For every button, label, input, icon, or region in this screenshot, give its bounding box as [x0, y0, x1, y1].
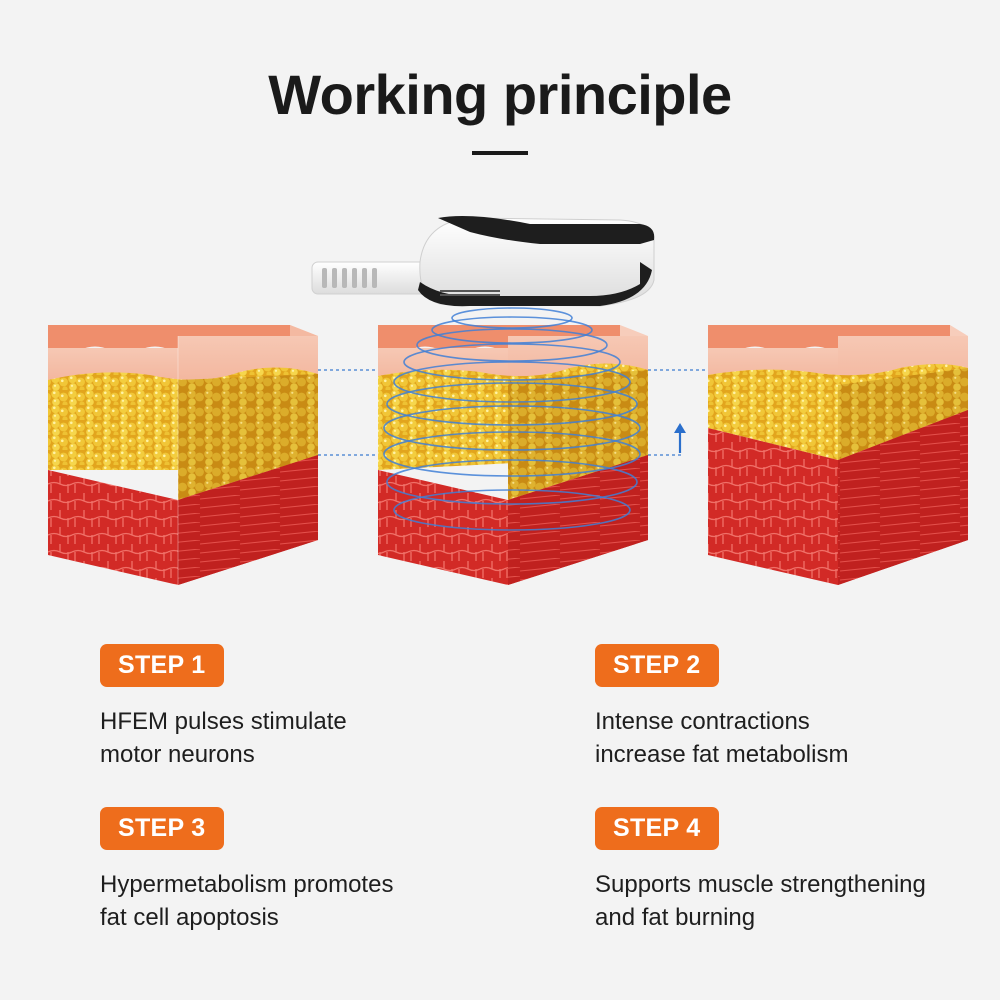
step-3-line-1: Hypermetabolism promotes: [100, 871, 394, 898]
step-1-line-2: motor neurons: [100, 741, 255, 768]
working-principle-diagram: [48, 216, 968, 585]
step-1-description: HFEM pulses stimulate motor neurons: [100, 705, 347, 771]
tissue-block-treated: [378, 307, 648, 585]
step-1-badge: STEP 1: [100, 644, 224, 687]
tissue-block-after: [708, 325, 968, 585]
step-4: STEP 4 Supports muscle strengthening and…: [595, 807, 926, 934]
step-4-badge: STEP 4: [595, 807, 719, 850]
step-3-description: Hypermetabolism promotes fat cell apopto…: [100, 868, 393, 934]
step-1-line-1: HFEM pulses stimulate: [100, 708, 347, 735]
step-2-badge: STEP 2: [595, 644, 719, 687]
step-3: STEP 3 Hypermetabolism promotes fat cell…: [100, 807, 393, 934]
hfem-handpiece-device: [311, 216, 655, 307]
electromagnetic-wave-rings: [383, 307, 641, 531]
step-3-line-2: fat cell apoptosis: [100, 904, 279, 931]
step-2-description: Intense contractions increase fat metabo…: [595, 705, 848, 771]
step-4-line-2: and fat burning: [595, 904, 756, 931]
page-title: Working principle: [268, 63, 732, 126]
step-2-line-2: increase fat metabolism: [595, 741, 849, 768]
step-4-description: Supports muscle strengthening and fat bu…: [595, 868, 926, 934]
step-2: STEP 2 Intense contractions increase fat…: [595, 644, 848, 771]
fat-reduced-arrow-icon: [674, 423, 686, 453]
step-2-line-1: Intense contractions: [595, 708, 810, 735]
step-4-line-1: Supports muscle strengthening: [595, 871, 926, 898]
title-underline: [472, 151, 528, 155]
step-3-badge: STEP 3: [100, 807, 224, 850]
step-1: STEP 1 HFEM pulses stimulate motor neuro…: [100, 644, 347, 771]
tissue-block-before: [48, 325, 318, 585]
connector-lines: [318, 369, 708, 456]
